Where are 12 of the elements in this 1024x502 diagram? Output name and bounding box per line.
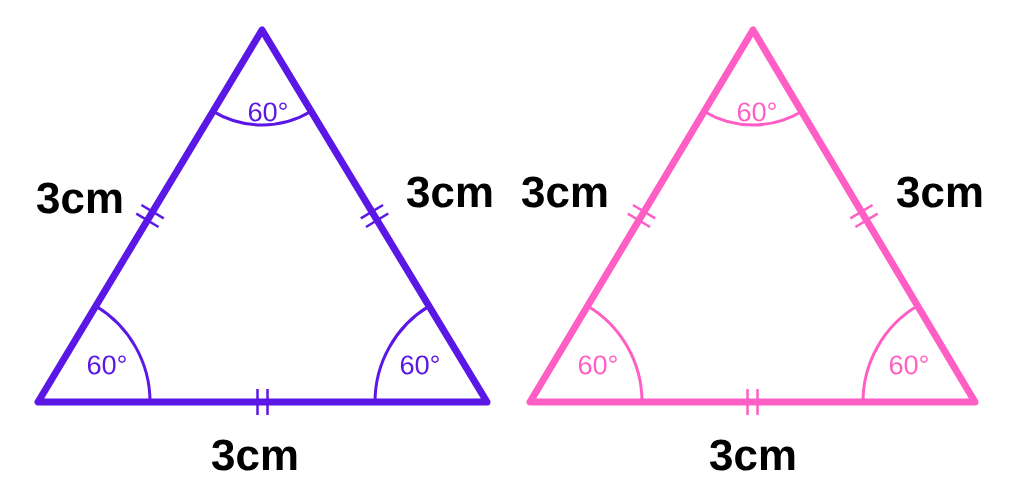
angle-label: 60°: [248, 102, 287, 122]
side-length-label: 3cm: [522, 176, 607, 208]
side-length-label: 3cm: [212, 439, 297, 471]
side-length-label: 3cm: [710, 439, 795, 471]
angle-label: 60°: [400, 355, 439, 375]
side-length-label: 3cm: [37, 182, 122, 214]
angle-label: 60°: [889, 355, 928, 375]
side-length-label: 3cm: [897, 176, 982, 208]
angle-label: 60°: [737, 102, 776, 122]
angle-label: 60°: [87, 355, 126, 375]
angle-label: 60°: [578, 355, 617, 375]
side-length-label: 3cm: [407, 176, 492, 208]
